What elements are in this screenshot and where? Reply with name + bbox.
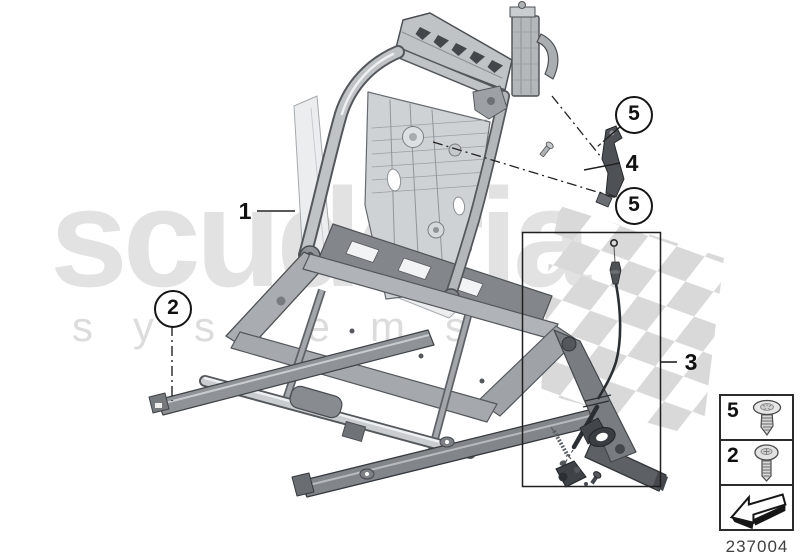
leader-lines xyxy=(171,95,677,401)
direction-of-travel-arrow-icon xyxy=(729,493,787,530)
belt-deflector-bracket xyxy=(595,125,625,208)
seat-base-frame xyxy=(148,251,668,498)
flange-torx-screw-icon xyxy=(752,399,782,437)
callout-5-lower[interactable]: 5 xyxy=(615,187,653,225)
loose-screw xyxy=(539,141,554,158)
legend-row-screw-2[interactable]: 2 xyxy=(719,439,794,486)
callout-5-upper[interactable]: 5 xyxy=(615,96,653,134)
legend-row-screw-5[interactable]: 5 xyxy=(719,394,794,441)
diagram-number: 237004 xyxy=(725,537,789,556)
callout-3[interactable]: 3 xyxy=(684,349,698,375)
pan-head-screw-icon xyxy=(754,444,779,482)
bowden-cable-box xyxy=(521,231,662,488)
legend-direction-box[interactable] xyxy=(719,484,794,531)
legend-qty-label: 5 xyxy=(727,399,739,422)
fastener-legend: 5 2 xyxy=(719,394,794,531)
callout-2[interactable]: 2 xyxy=(154,290,192,328)
legend-qty-label: 2 xyxy=(727,444,739,467)
callout-4[interactable]: 4 xyxy=(625,150,639,176)
callout-1[interactable]: 1 xyxy=(238,198,252,224)
checkered-flag-watermark xyxy=(541,206,724,438)
